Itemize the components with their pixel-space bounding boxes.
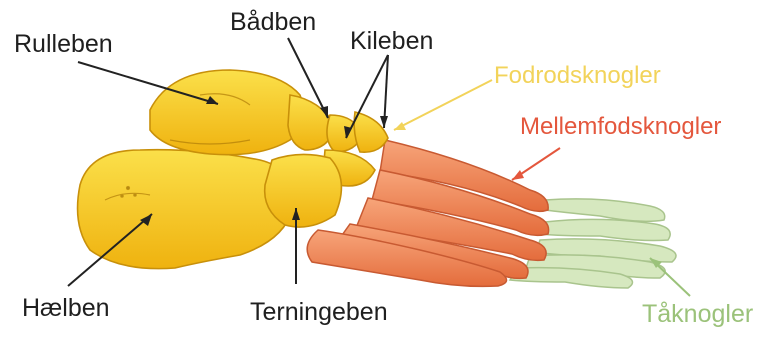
label-terningeben: Terningeben [250,298,388,327]
label-mellemfodsknogler: Mellemfodsknogler [520,113,721,141]
label-taknogler: Tåknogler [642,300,753,329]
label-badben: Bådben [230,8,316,37]
label-haelben: Hælben [22,294,110,323]
label-rulleben: Rulleben [14,30,113,59]
label-fodrodsknogler: Fodrodsknogler [494,62,661,90]
label-kileben: Kileben [350,27,433,56]
